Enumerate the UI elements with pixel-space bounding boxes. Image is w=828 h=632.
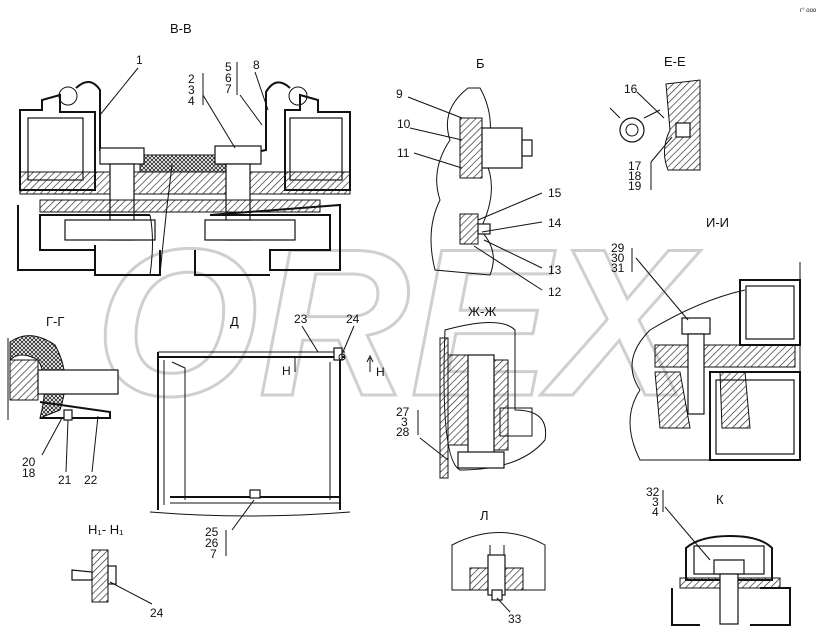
view-d-title: Д — [230, 314, 239, 329]
callout-7-d: 7 — [210, 547, 217, 561]
callout-16: 16 — [624, 82, 638, 96]
callout-22: 22 — [84, 473, 98, 487]
callout-3: 3 — [188, 83, 195, 97]
section-ee-title: Е-Е — [664, 54, 686, 69]
callout-14: 14 — [548, 216, 562, 230]
callout-32: 32 — [646, 485, 660, 499]
section-zhzh-title: Ж-Ж — [468, 304, 496, 319]
section-l-title: Л — [480, 508, 489, 523]
marker-h1-right: Н — [376, 365, 385, 379]
callout-8: 8 — [253, 58, 260, 72]
callout-21: 21 — [58, 473, 72, 487]
section-ii-title: И-И — [706, 215, 729, 230]
callout-24: 24 — [346, 312, 360, 326]
section-gg-title: Г-Г — [46, 314, 64, 329]
callout-26: 26 — [205, 536, 219, 550]
callout-4: 4 — [188, 94, 195, 108]
callout-17: 17 — [628, 159, 642, 173]
section-b: Б — [407, 56, 543, 291]
section-h1h1-title: Н₁- Н₁ — [88, 522, 124, 537]
marker-h1-left: Н — [282, 364, 291, 378]
callout-3-zh: 3 — [401, 415, 408, 429]
callout-9: 9 — [396, 87, 403, 101]
section-vv: В-В — [17, 21, 351, 276]
callout-24-h1: 24 — [150, 606, 164, 620]
callout-4-k: 4 — [652, 505, 659, 519]
callout-18-gg: 18 — [22, 466, 36, 480]
callout-33: 33 — [508, 612, 522, 626]
callout-18: 18 — [628, 169, 642, 183]
callout-12: 12 — [548, 285, 562, 299]
section-h1h1: Н₁- Н₁ — [71, 522, 153, 605]
callout-15: 15 — [548, 186, 562, 200]
callout-30: 30 — [611, 251, 625, 265]
callout-29: 29 — [611, 241, 625, 255]
view-d: Д — [149, 314, 374, 556]
watermark-text: OREX — [95, 205, 701, 440]
section-l: Л — [451, 508, 546, 613]
section-b-title: Б — [476, 56, 485, 71]
callout-19: 19 — [628, 179, 642, 193]
callout-10: 10 — [397, 117, 411, 131]
callout-2: 2 — [188, 72, 195, 86]
view-k-title: К — [716, 492, 724, 507]
callout-1: 1 — [136, 53, 143, 67]
callout-7: 7 — [225, 82, 232, 96]
callout-20: 20 — [22, 455, 36, 469]
section-gg: Г-Г — [7, 314, 119, 473]
callout-27: 27 — [396, 405, 410, 419]
corner-mark: г° ooo — [800, 8, 817, 14]
callout-25: 25 — [205, 525, 219, 539]
view-k: К — [662, 490, 791, 626]
callout-6: 6 — [225, 71, 232, 85]
section-zhzh: Ж-Ж — [417, 304, 547, 479]
section-ee: Е-Е — [609, 54, 701, 190]
callout-3-k: 3 — [652, 495, 659, 509]
callout-31: 31 — [611, 261, 625, 275]
callout-13: 13 — [548, 263, 562, 277]
callout-23: 23 — [294, 312, 308, 326]
section-ii: И-И — [629, 215, 801, 461]
callout-11: 11 — [397, 146, 410, 160]
section-vv-title: В-В — [170, 21, 192, 36]
callout-28: 28 — [396, 425, 410, 439]
callout-5: 5 — [225, 60, 232, 74]
